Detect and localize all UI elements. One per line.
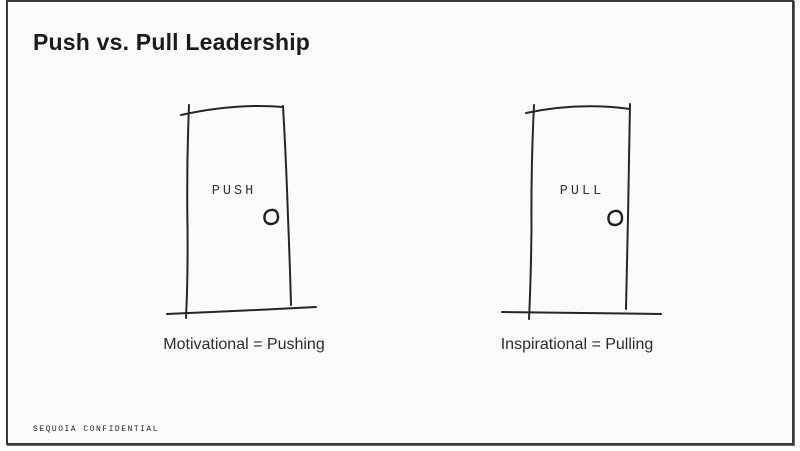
pull-caption: Inspirational = Pulling — [500, 336, 654, 353]
door-left-edge — [185, 104, 190, 319]
door-left-edge — [528, 104, 535, 320]
pull-door-sketch: PULL — [501, 103, 662, 320]
door-right-edge — [625, 103, 631, 310]
push-caption: Motivational = Pushing — [163, 336, 325, 353]
door-knob — [607, 209, 624, 227]
door-label: PUSH — [212, 184, 256, 199]
confidential-footer: SEQUOIA CONFIDENTIAL — [33, 425, 160, 434]
push-door-figure: PUSH Motivational = Pushing — [138, 97, 350, 354]
slide-title: Push vs. Pull Leadership — [33, 29, 311, 55]
pull-door-figure: PULL Inspirational = Pulling — [471, 97, 683, 354]
door-top-edge — [525, 105, 631, 114]
door-top-edge — [180, 105, 284, 116]
door-floor-line — [501, 311, 662, 315]
door-knob — [263, 208, 280, 226]
door-label: PULL — [560, 184, 604, 199]
push-door-sketch: PUSH — [166, 104, 317, 319]
slide: Push vs. Pull Leadership PUSH Motivation… — [6, 0, 794, 445]
door-floor-line — [166, 306, 317, 315]
door-right-edge — [282, 105, 292, 306]
